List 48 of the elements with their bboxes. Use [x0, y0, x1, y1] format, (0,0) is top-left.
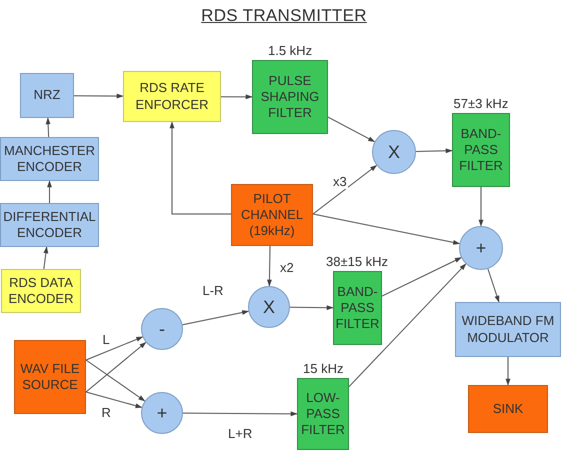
- arrow: [220, 94, 253, 100]
- process-box: RDS DATA ENCODER: [1, 269, 81, 313]
- process-box: BAND-PASS FILTER: [333, 271, 382, 345]
- arrow: [47, 180, 52, 204]
- process-box: WIDEBAND FM MODULATOR: [455, 302, 561, 357]
- arrow: [416, 148, 453, 154]
- arrow: [267, 246, 272, 287]
- operator-circle: -: [141, 308, 183, 350]
- arrow: [86, 360, 146, 402]
- process-box: WAV FILE SOURCE: [14, 340, 86, 414]
- process-box: NRZ: [20, 73, 74, 118]
- process-box: PILOT CHANNEL (19kHz): [231, 184, 313, 246]
- arrow: [86, 392, 142, 408]
- operator-circle: X: [372, 130, 416, 174]
- arrow: [487, 268, 500, 303]
- process-box: SINK: [468, 385, 548, 433]
- arrow: [86, 336, 144, 360]
- operator-circle: +: [141, 392, 183, 434]
- operator-circle: X: [248, 286, 290, 328]
- process-box: DIFFERENTIAL ENCODER: [0, 203, 99, 247]
- arrow: [312, 214, 460, 245]
- arrow: [170, 121, 232, 214]
- arrow: [506, 356, 510, 386]
- frequency-label: 38±15 kHz: [325, 254, 390, 268]
- arrow: [46, 117, 51, 138]
- diagram-title: RDS TRANSMITTER: [201, 6, 367, 25]
- arrow: [74, 94, 124, 98]
- edge-label: x3: [332, 174, 348, 188]
- process-box: MANCHESTER ENCODER: [0, 137, 99, 181]
- operator-circle: +: [459, 226, 503, 270]
- arrow: [328, 116, 376, 142]
- arrow: [290, 305, 334, 310]
- arrow: [86, 342, 146, 392]
- process-box: BAND-PASS FILTER: [452, 113, 510, 187]
- arrow: [478, 186, 484, 227]
- arrow: [348, 263, 466, 388]
- frequency-label: 57±3 kHz: [452, 96, 510, 110]
- arrow: [182, 411, 298, 416]
- arrow: [382, 257, 462, 297]
- process-box: LOW-PASS FILTER: [297, 378, 349, 450]
- process-box: PULSE SHAPING FILTER: [252, 60, 328, 134]
- arrow: [312, 164, 378, 214]
- arrow: [182, 310, 250, 326]
- process-box: RDS RATE ENFORCER: [123, 71, 221, 122]
- arrow: [43, 246, 48, 270]
- edge-label: x2: [279, 260, 295, 274]
- frequency-label: 15 kHz: [302, 360, 344, 376]
- frequency-label: 1.5 kHz: [267, 42, 314, 58]
